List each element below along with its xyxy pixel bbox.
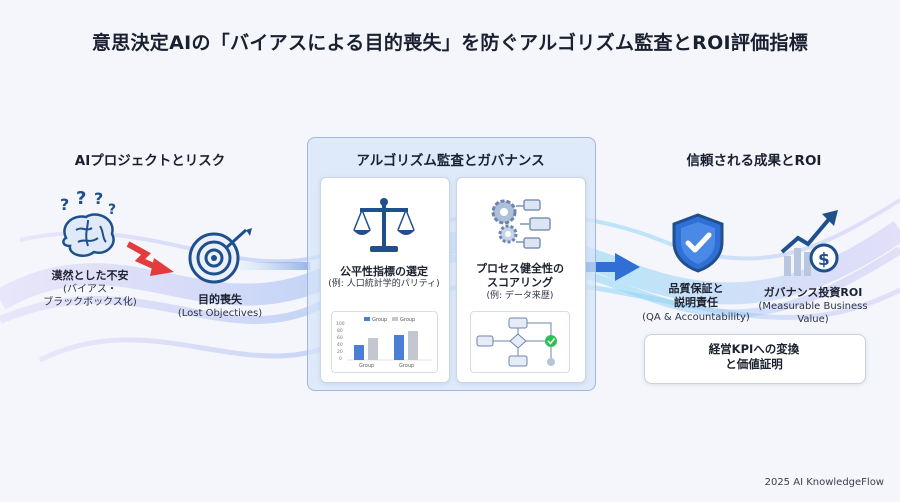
process-flowchart [470, 311, 570, 373]
fairness-mini-chart: Group Group 100 80 60 40 20 0 Group Grou… [331, 311, 438, 373]
target-missed-icon [188, 228, 252, 284]
legend-label-2: Group [400, 317, 415, 323]
footer-credit: 2025 AI KnowledgeFlow [764, 477, 884, 488]
process-title-2: スコアリング [487, 276, 553, 290]
svg-text:?: ? [76, 190, 86, 209]
kpi-line-1: 経営KPIへの変換 [708, 342, 800, 356]
tick-20: 20 [337, 349, 343, 355]
roi-sub1: (Measurable Business [758, 301, 868, 313]
axis-ticks: 100 80 60 40 20 0 [336, 321, 345, 362]
bar-group1-b [368, 338, 378, 360]
kpi-box [644, 334, 866, 384]
tick-40: 40 [337, 342, 343, 348]
category-2: Group [399, 363, 414, 369]
uncertainty-label: 漠然とした不安 (バイアス・ ブラックボックス化) [30, 269, 150, 309]
lost-objectives-label: 目的喪失 (Lost Objectives) [160, 293, 280, 320]
fairness-title: 公平性指標の選定 [340, 265, 428, 278]
svg-text:?: ? [108, 202, 116, 218]
tick-80: 80 [337, 328, 343, 334]
gears-flow-icon [491, 199, 551, 249]
lost-sub: (Lost Objectives) [177, 308, 263, 320]
shield-check-icon [672, 213, 724, 273]
roi-growth-icon: $ [780, 210, 839, 276]
uncertainty-title: 漠然とした不安 [51, 269, 129, 282]
qa-sub: (QA & Accountability) [642, 311, 750, 323]
roi-sub2: Value) [797, 314, 829, 326]
fairness-label: 公平性指標の選定 (例: 人口統計学的パリティ) [320, 265, 448, 291]
process-title-1: プロセス健全性の [476, 262, 564, 275]
fairness-sub: (例: 人口統計学的パリティ) [328, 279, 440, 290]
process-flowchart-svg [476, 317, 557, 367]
right-heading: 信頼される成果とROI [686, 153, 822, 169]
qa-title-2: 説明責任 [674, 296, 718, 310]
tick-100: 100 [336, 321, 345, 327]
tick-60: 60 [337, 335, 343, 341]
svg-text:?: ? [60, 195, 69, 214]
legend-swatch-2 [392, 317, 398, 321]
category-1: Group [359, 363, 374, 369]
kpi-label: 経営KPIへの変換 と価値証明 [644, 342, 864, 372]
roi-title: ガバナンス投資ROI [763, 286, 863, 299]
qa-label: 品質保証と 説明責任 (QA & Accountability) [636, 282, 756, 324]
svg-text:?: ? [94, 190, 103, 208]
bar-group2-a [394, 335, 404, 360]
kpi-line-2: と価値証明 [725, 356, 783, 371]
legend-label-1: Group [372, 317, 387, 323]
fairness-mini-chart-svg: Group Group 100 80 60 40 20 0 Group Grou… [336, 317, 432, 369]
qa-title-1: 品質保証と [668, 282, 724, 295]
page-title: 意思決定AIの「バイアスによる目的喪失」を防ぐアルゴリズム監査とROI評価指標 [91, 32, 809, 54]
lost-title: 目的喪失 [198, 293, 242, 306]
bar-group1-a [354, 345, 364, 360]
risk-arrow-icon [126, 241, 174, 276]
flow-arrow-icon [615, 253, 640, 281]
svg-text:$: $ [818, 250, 830, 270]
confused-brain-icon: ? ? ? ? [60, 190, 116, 257]
left-heading: AIプロジェクトとリスク [74, 153, 226, 169]
legend-swatch-1 [364, 317, 370, 321]
tick-0: 0 [339, 356, 342, 362]
roi-label: ガバナンス投資ROI (Measurable Business Value) [750, 286, 876, 326]
check-icon [545, 335, 557, 347]
uncertainty-sub1: (バイアス・ [63, 284, 117, 296]
process-label: プロセス健全性の スコアリング (例: データ来歴) [456, 262, 584, 302]
center-heading: アルゴリズム監査とガバナンス [356, 153, 545, 169]
process-sub: (例: データ来歴) [486, 290, 554, 301]
balance-scale-icon [353, 198, 415, 252]
uncertainty-sub2: ブラックボックス化) [43, 297, 137, 309]
bar-group2-b [408, 331, 418, 360]
